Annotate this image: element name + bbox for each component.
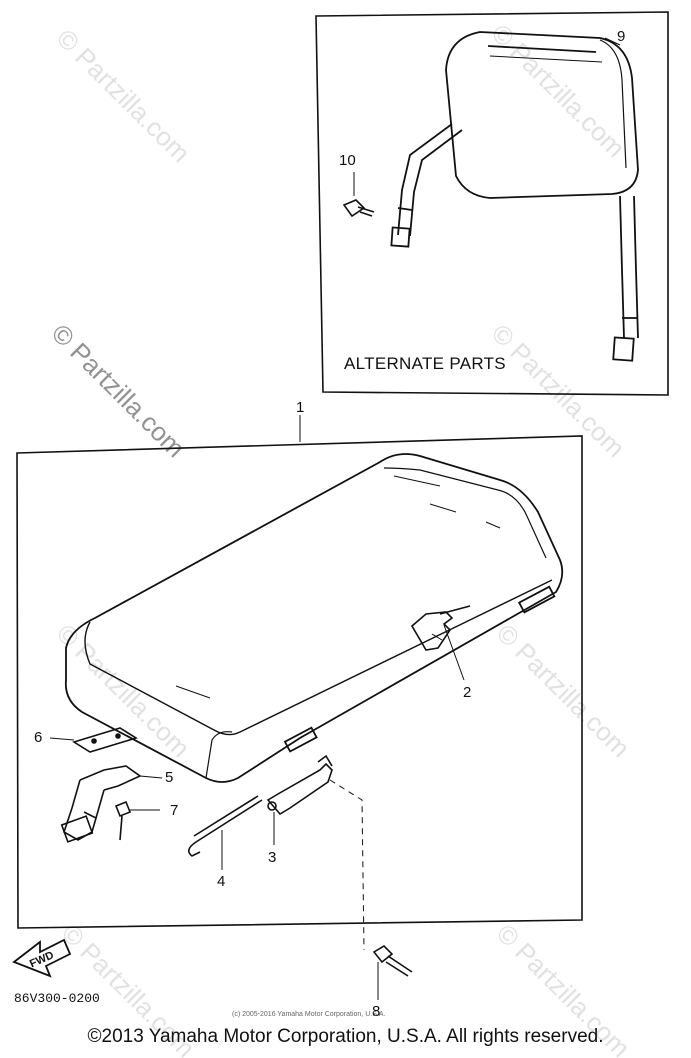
forward-arrow-icon: FWD [12, 938, 72, 978]
watermark-text: © Partzilla.com [46, 318, 191, 463]
seat-bracket [60, 765, 142, 843]
backrest-pad [445, 31, 639, 199]
diagram-code: 86V300-0200 [14, 991, 100, 1006]
lock-rod [188, 795, 263, 857]
seat-body [64, 453, 564, 783]
leader-line [49, 737, 75, 741]
callout-label: 7 [170, 802, 178, 819]
leader-line [443, 624, 465, 681]
callout-label: 6 [34, 729, 42, 746]
mounting-plate [72, 727, 138, 753]
callout-label: 5 [165, 769, 173, 786]
bolt [342, 172, 375, 218]
watermark-text: © Partzilla.com [486, 318, 631, 463]
footer-copyright: ©2013 Yamaha Motor Corporation, U.S.A. A… [87, 1026, 604, 1047]
watermark-text: © Partzilla.com [491, 618, 636, 763]
screw [372, 944, 413, 977]
alternate-parts-label: ALTERNATE PARTS [344, 354, 506, 373]
leader-line [329, 779, 365, 951]
callout-label: 4 [217, 873, 225, 890]
callout-label: 3 [268, 849, 276, 866]
small-copyright: (c) 2005-2016 Yamaha Motor Corporation, … [232, 1011, 385, 1018]
leader-line [139, 775, 163, 779]
callout-label: 8 [372, 1003, 380, 1020]
callout-label: 10 [339, 152, 356, 169]
alternate-parts-box: ALTERNATE PARTS 9 10 [315, 11, 669, 396]
lock-lever [266, 754, 333, 816]
callout-label: 9 [617, 28, 625, 45]
watermark-layer: © Partzilla.com © Partzilla.com © Partzi… [46, 18, 636, 1058]
callout-label: 1 [296, 399, 304, 416]
seat-assembly-box: 1 2 6 [16, 399, 583, 929]
fwd-label: FWD [28, 949, 56, 970]
backrest-stay [390, 123, 639, 362]
seat-lock [410, 605, 471, 651]
leader-line [604, 37, 621, 46]
rivet [114, 800, 132, 841]
callout-label: 2 [463, 684, 471, 701]
watermark-text: © Partzilla.com [51, 23, 196, 168]
